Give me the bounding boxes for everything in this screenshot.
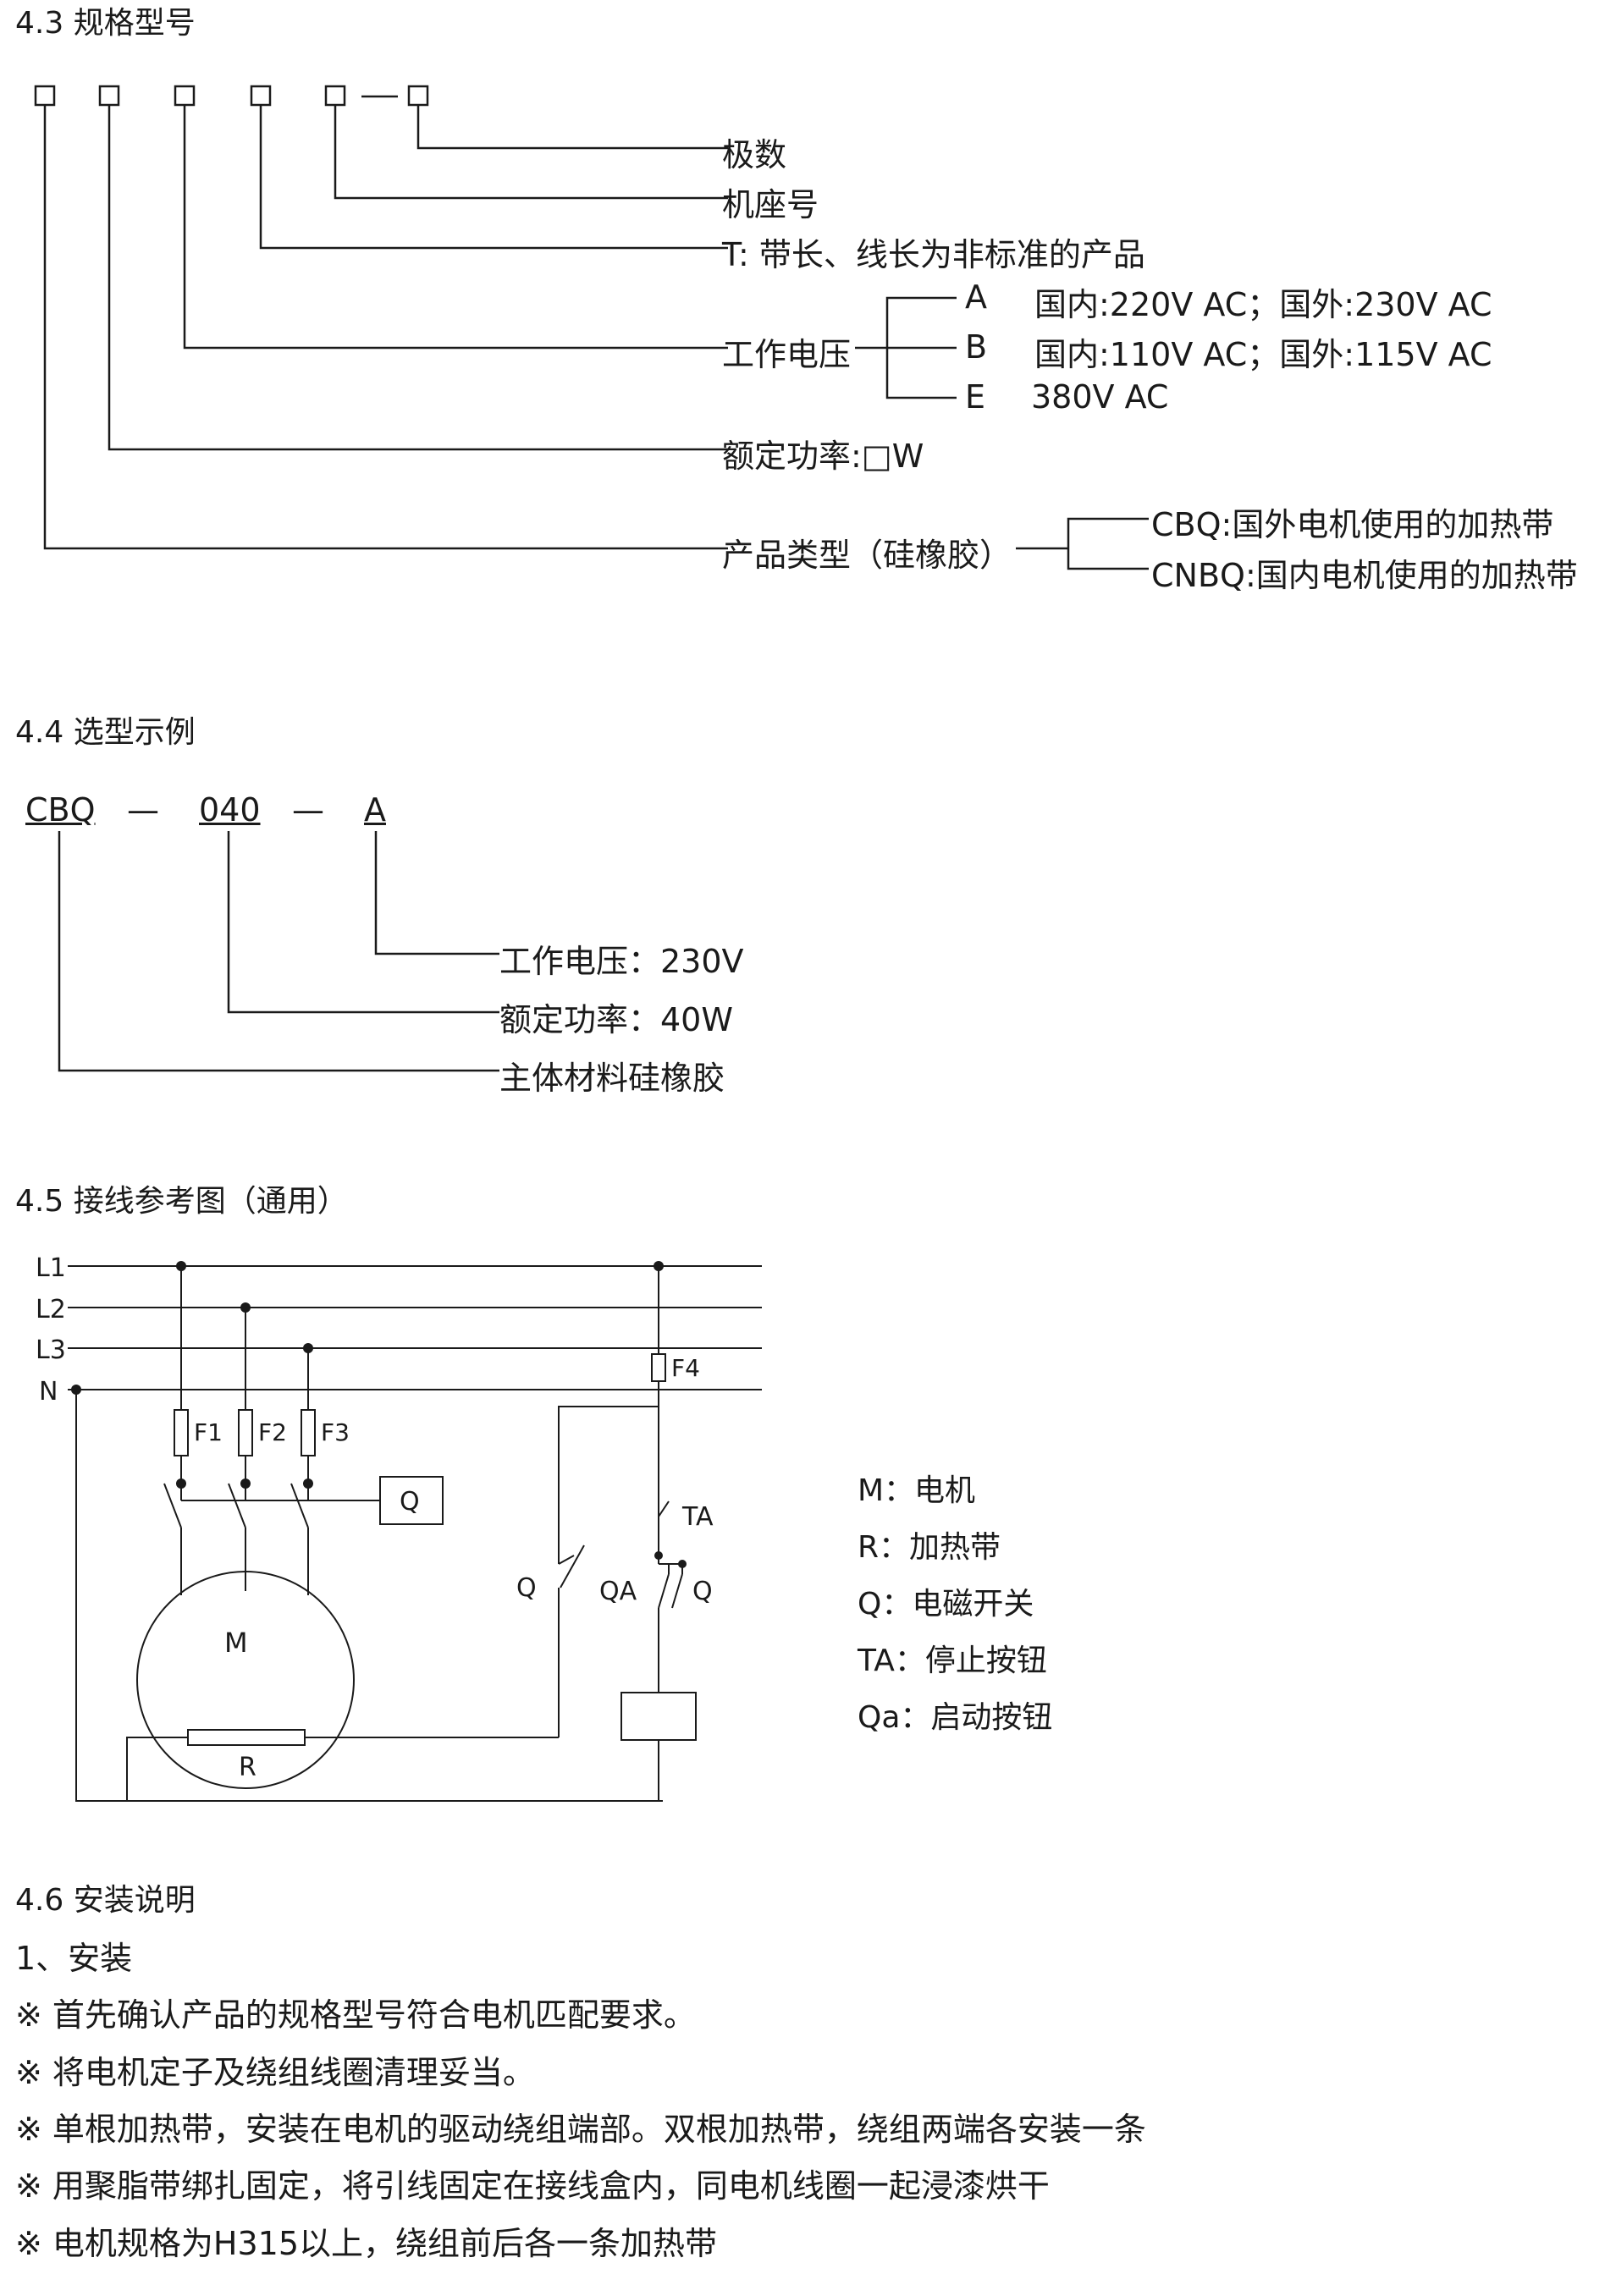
label-f2: F2 — [258, 1418, 287, 1446]
example-leader-lines — [58, 831, 499, 1072]
label-power: 额定功率:□W — [722, 438, 924, 475]
code-box-4 — [250, 85, 272, 107]
section-4-5-heading: 4.5 接线参考图（通用） — [15, 1184, 348, 1219]
section-4-3-heading: 4.3 规格型号 — [15, 6, 196, 41]
legend-q: Q：电磁开关 — [858, 1587, 1034, 1622]
code-box-5 — [324, 85, 346, 107]
install-item-5: ※ 电机规格为H315以上，绕组前后各一条加热带 — [15, 2225, 718, 2262]
label-l2: L2 — [36, 1295, 66, 1324]
q-aux-contact — [560, 1544, 585, 1588]
contactor-q-box — [379, 1476, 444, 1525]
label-contactor-q: Q — [400, 1487, 420, 1517]
leader-type — [43, 105, 728, 550]
code-box-1 — [34, 85, 56, 107]
label-f4: F4 — [671, 1354, 700, 1382]
type-bracket — [1067, 517, 1149, 570]
spec-code-diagram — [34, 85, 1149, 570]
label-q-right: Q — [692, 1577, 713, 1606]
legend-qa: Qa：启动按钮 — [858, 1700, 1053, 1735]
example-code-voltage: A — [364, 791, 386, 829]
section-4-4-heading: 4.4 选型示例 — [15, 715, 196, 750]
fuse-f2 — [238, 1409, 253, 1456]
voltage-option-a-desc: 国内:220V AC；国外:230V AC — [1034, 286, 1492, 323]
heater-r — [187, 1729, 306, 1746]
label-poles: 极数 — [722, 136, 787, 173]
label-l1: L1 — [36, 1253, 66, 1283]
leader-poles — [416, 105, 728, 150]
label-qa: QA — [599, 1577, 637, 1606]
example-code-dash-1: — — [127, 791, 159, 829]
label-frame: 机座号 — [722, 186, 819, 223]
voltage-option-e-desc: 380V AC — [1031, 378, 1169, 416]
example-label-voltage: 工作电压：230V — [499, 943, 744, 980]
wiring-diagram: L1 L2 L3 N F1 F2 F3 F4 Q M R Q TA QA Q — [36, 1253, 762, 1802]
qa-contact — [658, 1573, 670, 1609]
label-f1: F1 — [194, 1418, 223, 1446]
label-f3: F3 — [321, 1418, 350, 1446]
example-code-dash-2: — — [292, 791, 324, 829]
motor-circle — [136, 1571, 355, 1789]
section-4-6-heading: 4.6 安装说明 — [15, 1883, 196, 1918]
code-box-6 — [407, 85, 429, 107]
voltage-option-b-desc: 国内:110V AC；国外:115V AC — [1034, 336, 1492, 373]
voltage-option-a-code: A — [965, 278, 987, 316]
voltage-option-b-code: B — [965, 328, 988, 366]
fuse-f4 — [651, 1353, 666, 1382]
type-option-cbq: CBQ:国外电机使用的加热带 — [1151, 506, 1554, 543]
example-label-power: 额定功率：40W — [499, 1001, 733, 1038]
leader-frame — [334, 105, 728, 200]
example-code-power: 040 — [199, 791, 261, 829]
install-item-1: ※ 首先确认产品的规格型号符合电机匹配要求。 — [15, 1996, 696, 2034]
legend-r: R：加热带 — [858, 1530, 1001, 1565]
install-item-2: ※ 将电机定子及绕组线圈清理妥当。 — [15, 2054, 535, 2091]
label-q-left: Q — [516, 1573, 537, 1603]
label-n: N — [39, 1377, 58, 1407]
fuse-f3 — [301, 1409, 316, 1456]
q-hold-contact — [671, 1573, 683, 1609]
label-motor-m: M — [224, 1627, 248, 1659]
fuse-f1 — [174, 1409, 189, 1456]
legend-ta: TA：停止按钮 — [858, 1644, 1047, 1678]
type-option-cnbq: CNBQ:国内电机使用的加热带 — [1151, 557, 1578, 594]
voltage-option-e-code: E — [965, 378, 986, 416]
label-ta: TA — [681, 1502, 714, 1532]
coil-q — [620, 1692, 697, 1741]
label-voltage: 工作电压 — [722, 336, 852, 373]
code-box-3 — [174, 85, 196, 107]
leader-t — [259, 105, 728, 250]
code-box-2 — [98, 85, 120, 107]
legend-m: M：电机 — [858, 1473, 976, 1508]
label-t-option: T: 带长、线长为非标准的产品 — [722, 236, 1145, 273]
label-heater-r: R — [239, 1753, 256, 1782]
leader-power — [108, 105, 728, 451]
example-code-cbq: CBQ — [25, 791, 96, 829]
leader-voltage — [183, 105, 728, 350]
install-subheading: 1、安装 — [15, 1940, 133, 1977]
install-item-4: ※ 用聚脂带绑扎固定，将引线固定在接线盒内，同电机线圈一起浸漆烘干 — [15, 2167, 1050, 2205]
ta-contact — [658, 1500, 670, 1517]
example-label-material: 主体材料硅橡胶 — [499, 1060, 725, 1097]
label-l3: L3 — [36, 1335, 66, 1365]
install-item-3: ※ 单根加热带，安装在电机的驱动绕组端部。双根加热带，绕组两端各安装一条 — [15, 2111, 1146, 2148]
label-type: 产品类型（硅橡胶） — [722, 537, 1012, 574]
